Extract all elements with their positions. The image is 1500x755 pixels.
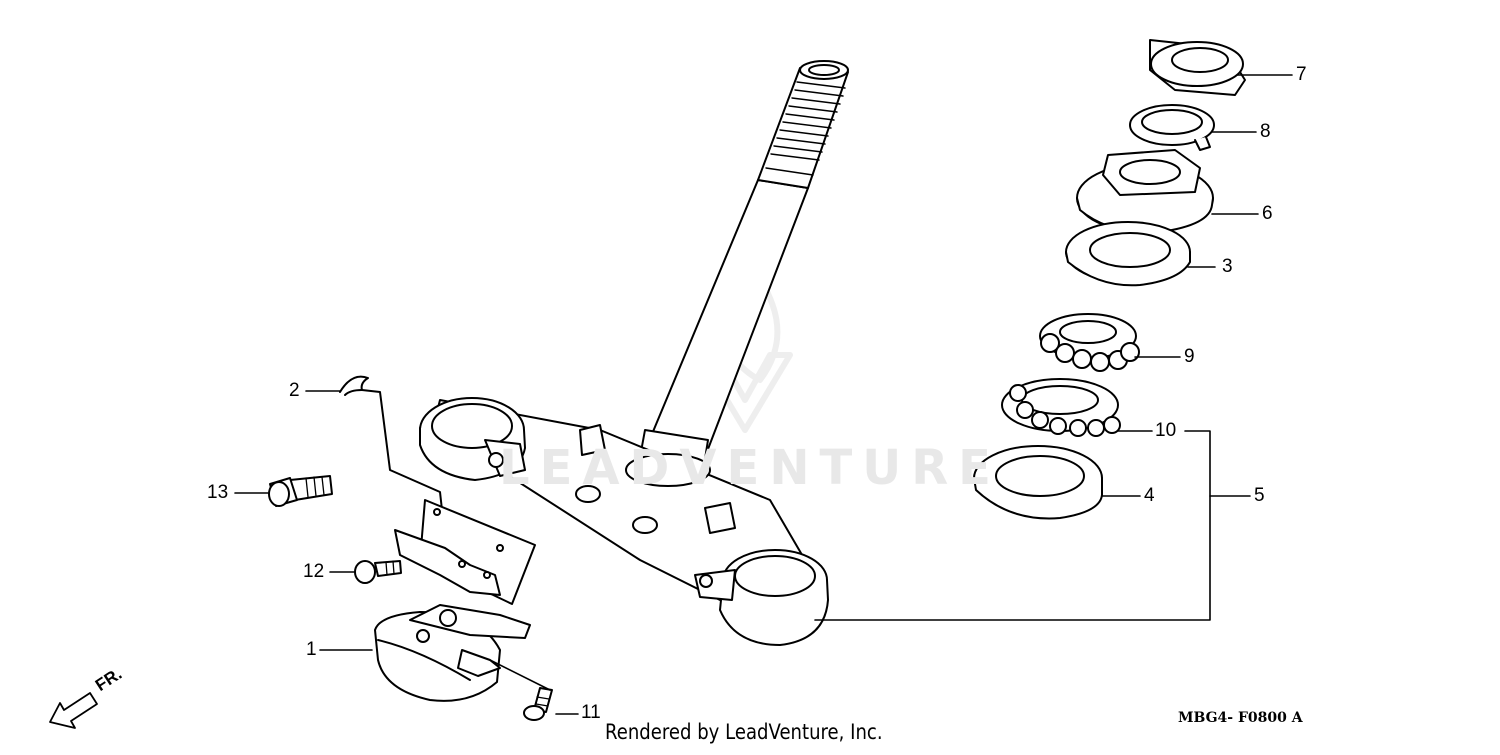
leader-lines bbox=[234, 74, 1293, 715]
callout-7: 7 bbox=[1296, 64, 1307, 85]
part-10-lower-bearing bbox=[1001, 378, 1121, 437]
callout-11: 11 bbox=[581, 702, 601, 723]
callout-9: 9 bbox=[1184, 346, 1195, 367]
callout-10: 10 bbox=[1155, 420, 1177, 441]
bracket-plate bbox=[394, 499, 536, 605]
callout-3: 3 bbox=[1222, 256, 1233, 277]
callout-13: 13 bbox=[207, 482, 229, 503]
render-credit: Rendered by LeadVenture, Inc. bbox=[605, 720, 883, 744]
diagram-code: MBG4- F0800 A bbox=[1178, 710, 1303, 726]
callout-8: 8 bbox=[1260, 121, 1271, 142]
callout-6: 6 bbox=[1262, 203, 1273, 224]
part-13-flange-bolt bbox=[268, 475, 333, 507]
part-2-wire-clip bbox=[339, 375, 443, 511]
watermark-text: LEADVENTURE bbox=[499, 440, 1001, 496]
part-12-bolt bbox=[354, 560, 402, 584]
part-4-lower-race bbox=[973, 445, 1103, 520]
part-8-lock-washer bbox=[1129, 104, 1215, 151]
part-9-upper-bearing bbox=[1039, 313, 1140, 372]
lower-triple-clamp bbox=[419, 397, 829, 646]
part-11-bolt bbox=[523, 687, 553, 721]
steering-stem bbox=[637, 60, 849, 479]
callout-1: 1 bbox=[306, 639, 317, 660]
callout-5: 5 bbox=[1254, 485, 1265, 506]
callout-2: 2 bbox=[289, 380, 300, 401]
callout-12: 12 bbox=[303, 561, 325, 582]
part-7-lock-nut bbox=[1149, 39, 1246, 96]
part-3-upper-race bbox=[1065, 221, 1191, 287]
part-1-horn bbox=[374, 604, 531, 702]
callout-4: 4 bbox=[1144, 485, 1155, 506]
part-6-adjusting-nut bbox=[1076, 149, 1214, 234]
front-direction-arrow bbox=[49, 692, 98, 729]
